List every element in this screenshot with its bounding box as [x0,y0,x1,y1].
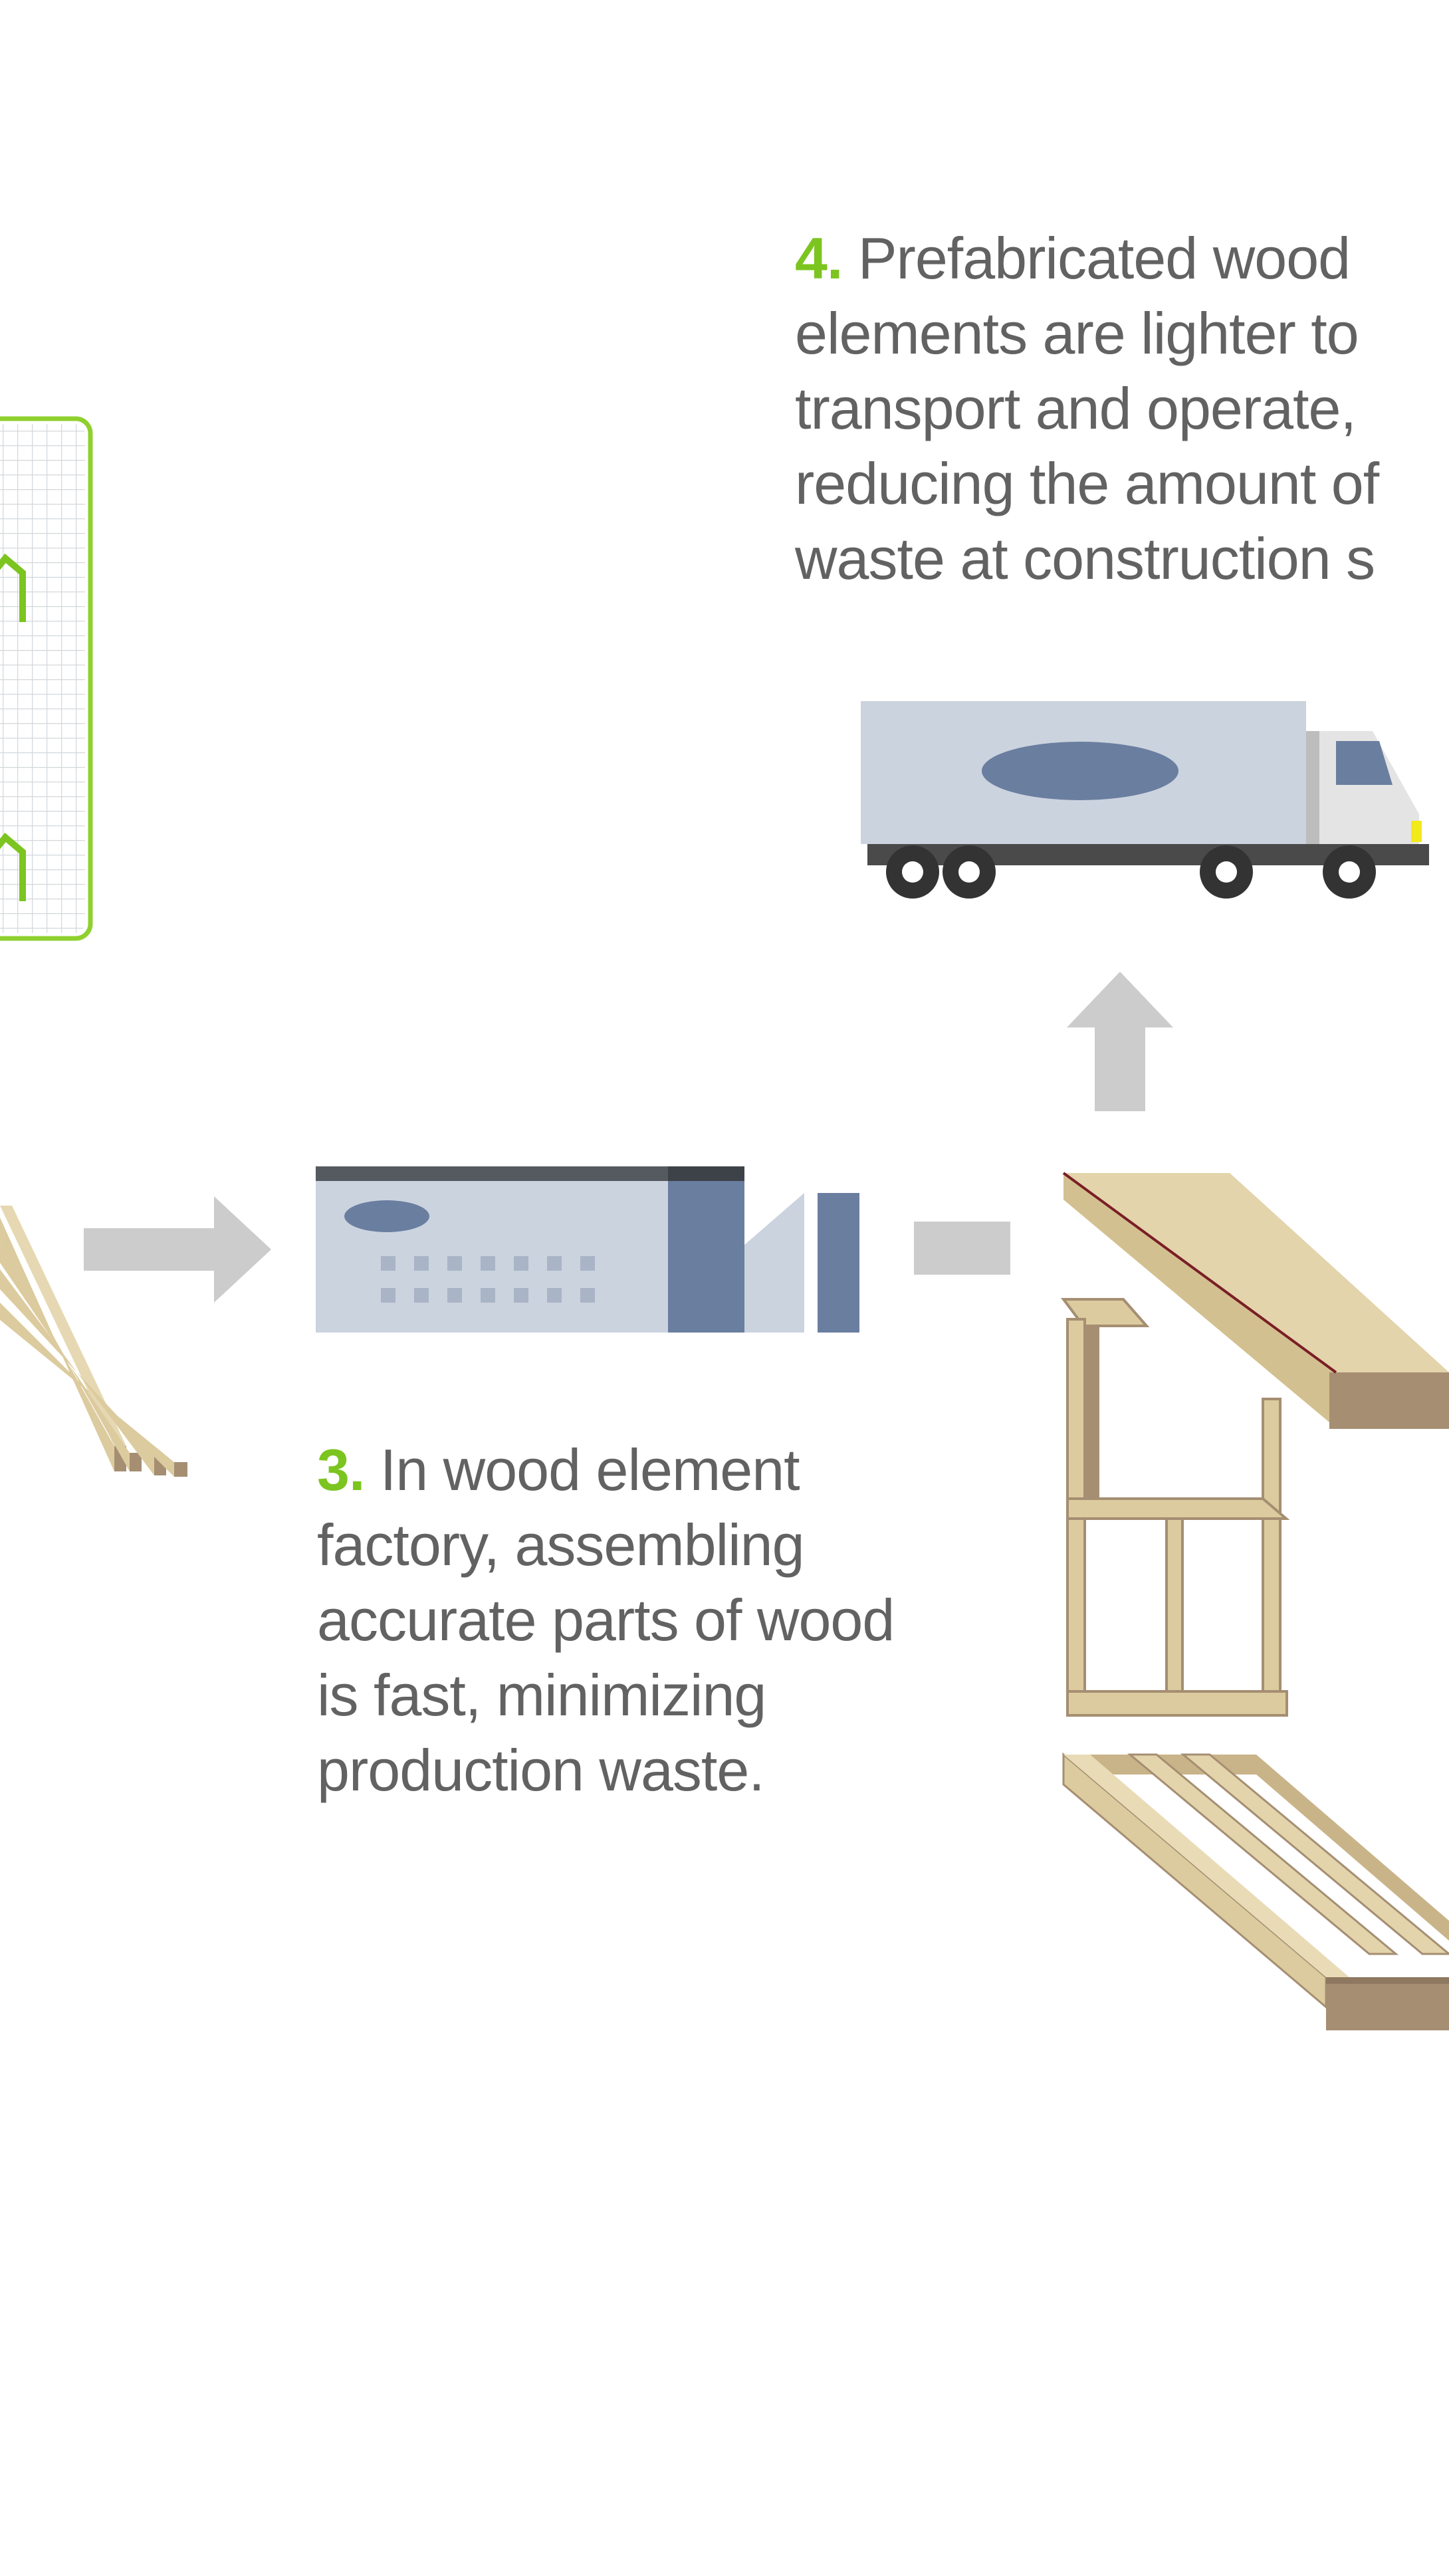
step-3-line-4: is fast, minimizing [317,1662,766,1728]
step-4-line-3: transport and operate, [795,376,1357,441]
step-4-line-2: elements are lighter to [795,300,1359,366]
connector-bar-icon [914,1222,1010,1275]
truck-icon [861,701,1429,899]
step-3-line-2: factory, assembling [317,1512,805,1578]
step-3-number: 3. [317,1437,365,1503]
step-4-caption: 4. Prefabricated wood elements are light… [795,221,1379,596]
step-4-line-5: waste at construction s [795,526,1375,591]
factory-building-icon [316,1166,859,1333]
step-3-line-1: 3. In wood element [317,1437,800,1503]
step-4-line-1: 4. Prefabricated wood [795,225,1351,291]
step-4-line-4: reducing the amount of [795,451,1379,516]
wood-floor-icon [1062,1752,1449,2030]
step-3-caption: 3. In wood element factory, assembling a… [317,1432,895,1808]
wood-panel-icon [1062,1172,1449,1429]
wood-frame-icon [1061,1298,1290,1717]
arrow-right-icon [84,1196,271,1303]
step-4-number: 4. [795,225,843,291]
blueprint-grid-icon [0,416,93,941]
step-3-line-5: production waste. [317,1737,765,1803]
lumber-planks-icon [0,1206,187,1477]
step-3-line-3: accurate parts of wood [317,1587,895,1653]
arrow-up-icon [1067,972,1173,1111]
